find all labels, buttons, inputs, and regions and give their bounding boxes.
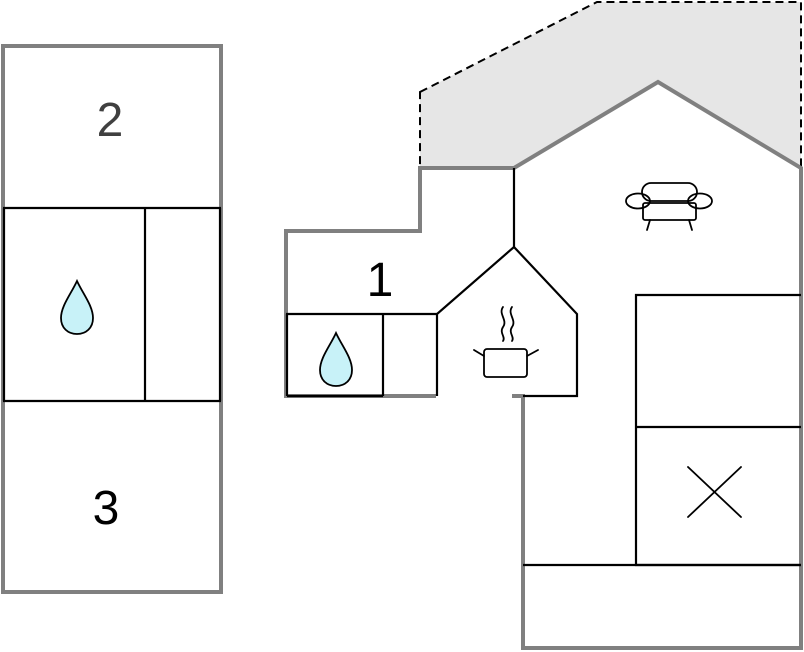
water-drop-icon (60, 278, 94, 335)
bed-cross-icon (687, 466, 742, 518)
bedroom-walls (634, 293, 801, 567)
sofa-icon (625, 182, 713, 231)
room-label-3: 3 (93, 482, 120, 535)
room-label-1: 1 (367, 254, 394, 307)
cooking-pot-icon (473, 306, 539, 378)
right-building: 1 (284, 79, 803, 650)
kitchen-walls (435, 245, 579, 398)
terrace-area (419, 1, 802, 170)
room-label-2: 2 (97, 94, 124, 147)
water-drop-icon (319, 330, 353, 387)
right-building-outline (284, 79, 803, 650)
left-building: 2 3 (1, 44, 223, 594)
